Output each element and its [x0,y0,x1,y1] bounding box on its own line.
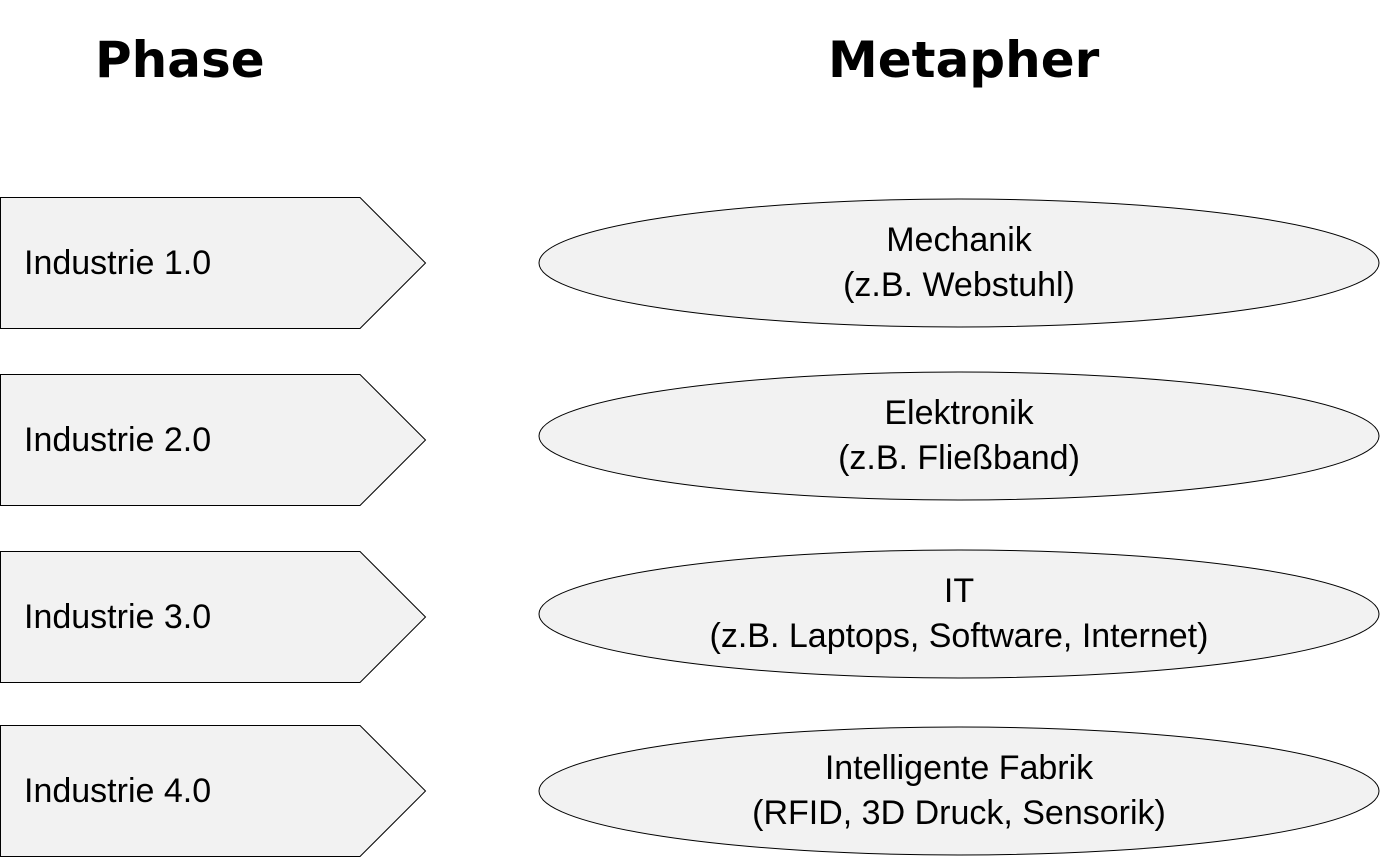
metapher-text-1: Mechanik (z.B. Webstuhl) [538,197,1380,329]
pentagon-arrow-shape [0,725,427,857]
metapher-ellipse-1: Mechanik (z.B. Webstuhl) [538,197,1380,329]
phase-label-4: Industrie 4.0 [24,772,212,810]
metapher-text-4: Intelligente Fabrik (RFID, 3D Druck, Sen… [538,725,1380,857]
phase-label-1: Industrie 1.0 [24,244,212,282]
metapher-title-3: IT [943,572,975,610]
metapher-ellipse-2: Elektronik (z.B. Fließband) [538,370,1380,502]
phase-pentagon-2: Industrie 2.0 [0,374,428,506]
metapher-example-4: (RFID, 3D Druck, Sensorik) [752,794,1166,832]
phase-label-2: Industrie 2.0 [24,421,212,459]
metapher-column-heading: Metapher [828,31,1100,89]
pentagon-arrow-shape [0,197,427,329]
metapher-title-2: Elektronik [884,394,1034,432]
metapher-text-2: Elektronik (z.B. Fließband) [538,370,1380,502]
metapher-example-2: (z.B. Fließband) [838,439,1080,477]
phase-pentagon-1: Industrie 1.0 [0,197,428,329]
phase-label-3: Industrie 3.0 [24,598,212,636]
metapher-example-1: (z.B. Webstuhl) [843,266,1075,304]
pentagon-arrow-shape [0,374,427,506]
metapher-title-1: Mechanik [886,221,1032,259]
pentagon-arrow-shape [0,551,427,683]
metapher-example-3: (z.B. Laptops, Software, Internet) [709,617,1209,655]
phase-pentagon-4: Industrie 4.0 [0,725,428,857]
ellipse-shape [538,549,1380,679]
ellipse-shape [538,371,1380,501]
phase-pentagon-3: Industrie 3.0 [0,551,428,683]
phase-column-heading: Phase [95,31,265,89]
metapher-ellipse-4: Intelligente Fabrik (RFID, 3D Druck, Sen… [538,725,1380,857]
metapher-title-4: Intelligente Fabrik [824,749,1094,787]
ellipse-shape [538,198,1380,328]
metapher-ellipse-3: IT (z.B. Laptops, Software, Internet) [538,548,1380,680]
ellipse-shape [538,726,1380,856]
metapher-text-3: IT (z.B. Laptops, Software, Internet) [538,548,1380,680]
